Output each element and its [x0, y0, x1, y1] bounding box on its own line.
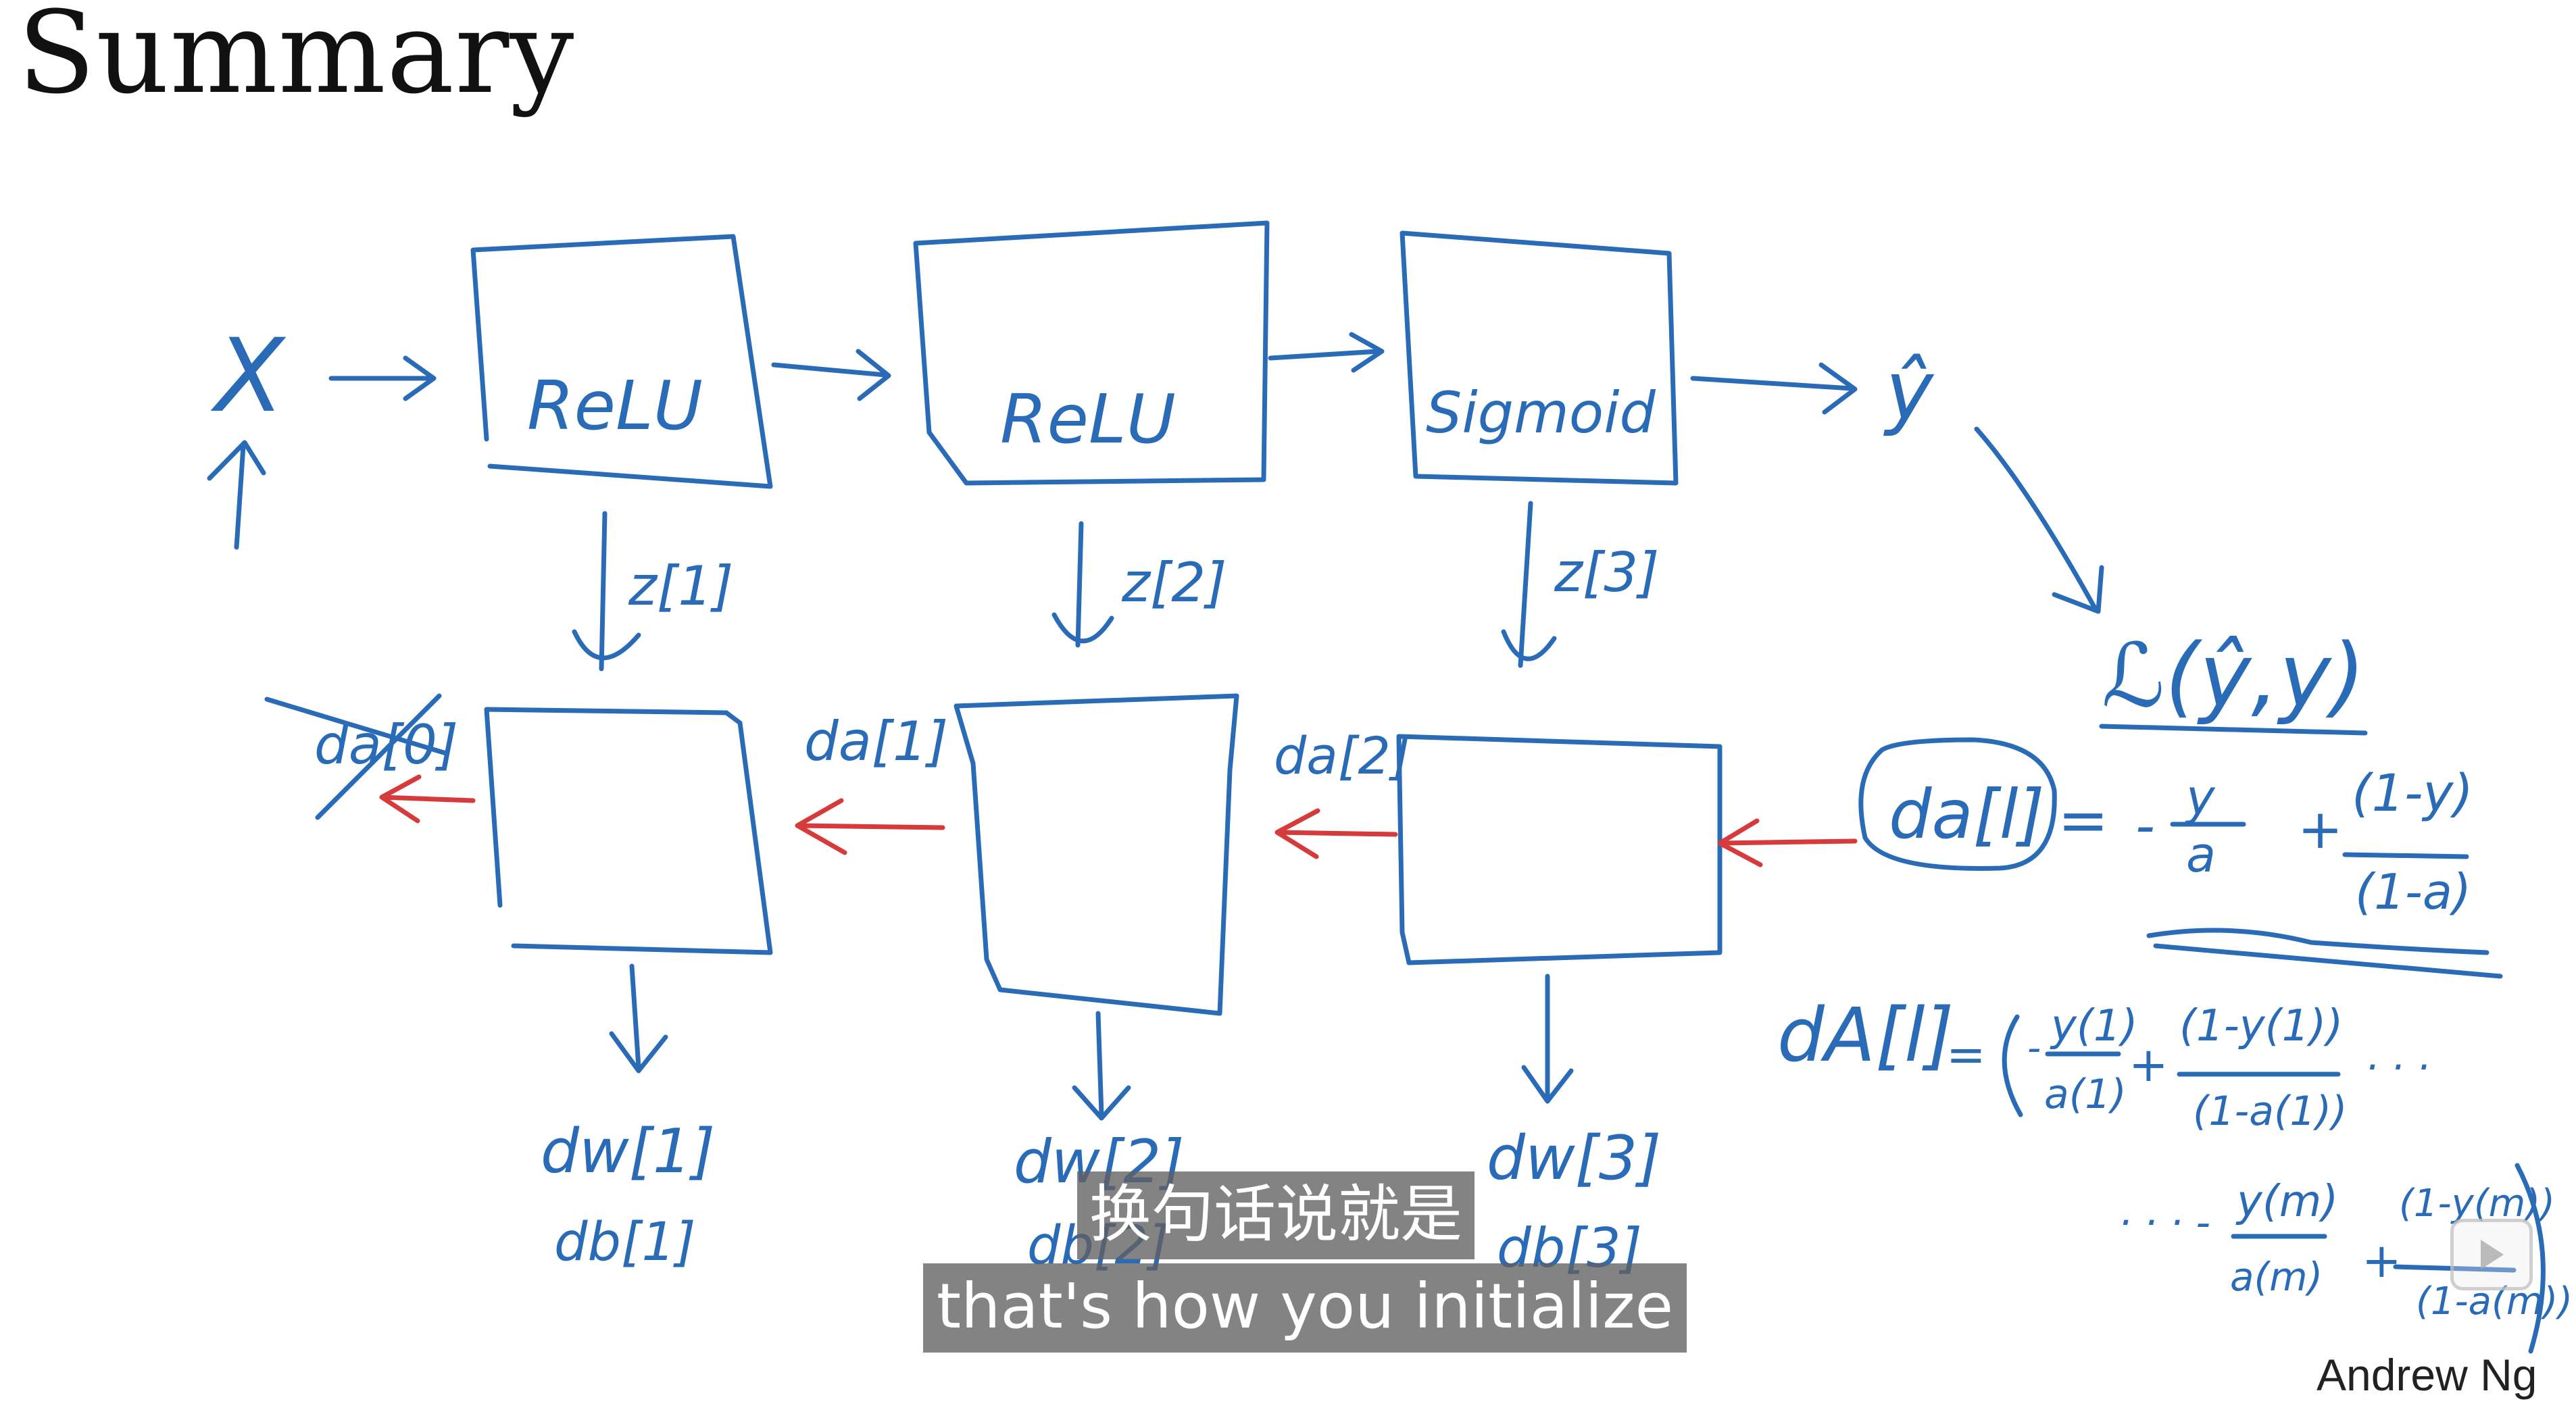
backward-grad-2: da[2] — [1274, 726, 1410, 786]
minus-sign: - — [2135, 795, 2155, 857]
output-y-hat: ŷ — [1883, 345, 1935, 438]
arrow-output-to-loss-icon — [1974, 426, 2104, 614]
forward-label-1: ReLU — [527, 366, 703, 445]
backward-grad-1: da[1] — [804, 710, 948, 773]
param-dw-1: dw[1] — [541, 1116, 715, 1187]
row1-d2: (1-a(1)) — [2193, 1088, 2347, 1135]
loss-grad-label: da[l] — [1889, 775, 2045, 854]
row1-n2: (1-y(1)) — [2179, 1001, 2343, 1051]
forward-label-3: Sigmoid — [1426, 380, 1656, 446]
loss-grad-circle — [1858, 737, 2057, 871]
svg-text:-: - — [2027, 1026, 2041, 1070]
forward-label-2: ReLU — [1000, 380, 1176, 459]
term1-numerator: y — [2185, 769, 2216, 826]
vectorized-label: dA[l] — [1777, 992, 1954, 1078]
cache-arrow-1-icon — [572, 511, 641, 672]
backward-box-3 — [1396, 734, 1723, 965]
backprop-arrow-1-icon — [379, 774, 476, 824]
param-arrow-1-icon — [609, 963, 668, 1074]
arrow-layer2-to-layer3-icon — [1268, 332, 1385, 373]
term2-numerator: (1-y) — [2352, 763, 2473, 823]
param-arrow-3-icon — [1521, 974, 1574, 1104]
page-title: Summary — [18, 0, 575, 119]
loss-grad-formula: - y a + (1-y) (1-a) — [2135, 763, 2503, 979]
term1-denominator: a — [2186, 826, 2216, 883]
plus-sign: + — [2298, 798, 2343, 861]
strike-through-mark — [264, 693, 449, 820]
input-x: X — [210, 318, 287, 435]
forward-box-2: ReLU — [913, 220, 1270, 486]
param-db-1: db[1] — [554, 1212, 696, 1273]
backprop-arrow-3-icon — [1274, 808, 1398, 859]
svg-text:+: + — [2362, 1233, 2402, 1288]
row2-d2: (1-a(m)) — [2416, 1280, 2573, 1323]
backprop-arrow-2-icon — [795, 798, 945, 855]
arrow-layer3-to-output-icon — [1690, 362, 1858, 415]
arrow-layer1-to-layer2-icon — [771, 349, 891, 401]
row1-d1: a(1) — [2044, 1071, 2127, 1118]
row2-d1: a(m) — [2230, 1254, 2323, 1300]
svg-text:· · ·: · · · — [2365, 1044, 2429, 1091]
term2-denominator: (1-a) — [2355, 863, 2471, 920]
forward-box-1: ReLU — [470, 234, 773, 489]
row1-n1: y(1) — [2050, 1001, 2138, 1051]
backward-box-2 — [953, 693, 1239, 1016]
loss-function: ℒ(ŷ,y) — [2102, 624, 2365, 727]
input-arrow-up-icon — [207, 440, 266, 550]
loss-underline — [2099, 724, 2368, 736]
arrow-x-to-layer1-icon — [328, 355, 437, 401]
backward-grad-0: da[0] — [314, 713, 458, 776]
subtitle-english: that's how you initialize — [923, 1263, 1687, 1353]
author-credit: Andrew Ng — [2317, 1350, 2537, 1400]
cache-arrow-2-icon — [1051, 521, 1114, 648]
equals-sign: = — [2058, 785, 2108, 856]
video-play-icon[interactable] — [2450, 1219, 2533, 1290]
cache-label-1: z[1] — [628, 555, 733, 617]
cache-label-2: z[2] — [1121, 551, 1227, 614]
param-arrow-2-icon — [1072, 1011, 1131, 1121]
svg-text:=: = — [1946, 1027, 1986, 1082]
svg-text:+: + — [2129, 1037, 2169, 1092]
forward-box-3: Sigmoid — [1400, 230, 1679, 486]
vectorized-grad: dA[l] = - y(1) a(1) + (1-y(1)) (1-a(1)) … — [1777, 992, 2573, 1354]
row2-n1: y(m) — [2235, 1177, 2338, 1227]
cache-arrow-3-icon — [1501, 501, 1557, 668]
svg-text:· · · -: · · · - — [2119, 1199, 2210, 1246]
backprop-arrow-4-icon — [1717, 818, 1858, 867]
backward-box-1 — [484, 707, 773, 955]
subtitle-chinese: 换句话说就是 — [1077, 1171, 1475, 1259]
param-dw-3: dw[3] — [1487, 1123, 1661, 1194]
cache-label-3: z[3] — [1554, 541, 1659, 604]
